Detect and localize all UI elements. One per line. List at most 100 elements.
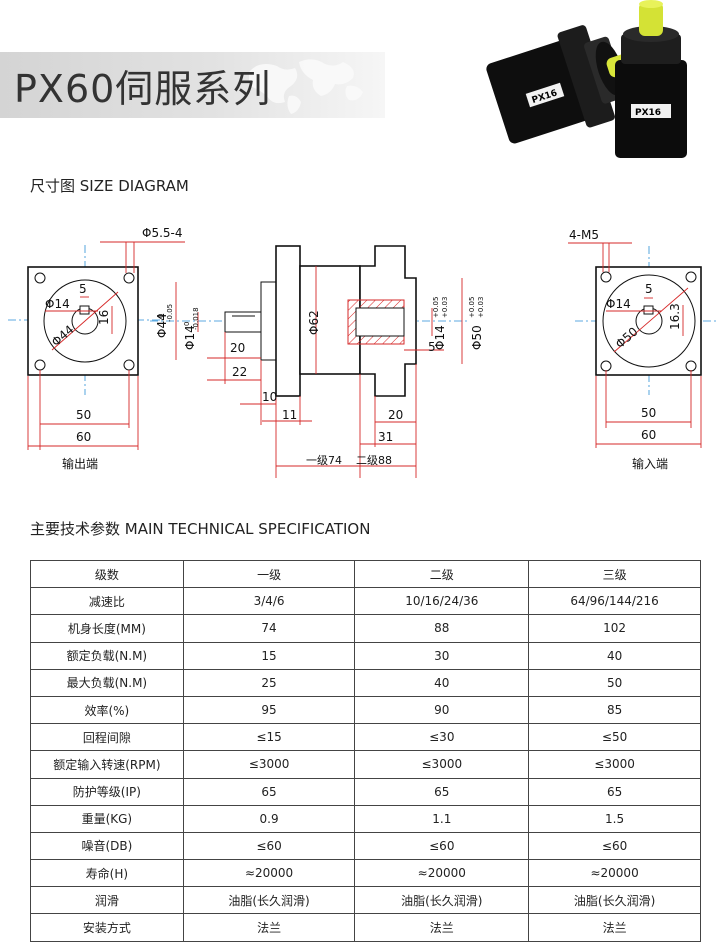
row-header-cell: 寿命(H) (30, 859, 184, 888)
dim-60-input: 60 (641, 428, 656, 442)
product-label-right: PX16 (635, 108, 661, 118)
table-cell: ≤60 (182, 831, 356, 861)
table-cell: ≤60 (354, 831, 530, 861)
dim-50-input: 50 (641, 406, 656, 420)
spec-title: 主要技术参数 MAIN TECHNICAL SPECIFICATION (30, 520, 371, 538)
table-cell: 64/96/144/216 (528, 587, 701, 616)
table-cell: ≤3000 (354, 750, 530, 779)
title-banner: PX60伺服系列 (0, 52, 385, 118)
table-cell: ≤15 (182, 723, 356, 752)
dim-phi62-side: Φ62 (307, 310, 321, 335)
dim-phi14-in-tol-top: +0.05 (432, 297, 440, 318)
dim-phi14-tol-top: 0 (183, 322, 191, 326)
table-cell: ≤60 (528, 831, 701, 861)
table-cell: 法兰 (182, 913, 356, 942)
row-header-cell: 防护等级(IP) (30, 777, 184, 806)
table-cell: 65 (354, 777, 530, 806)
table-cell: ≈20000 (528, 859, 701, 888)
table-row: 级数一级二级三级 (30, 559, 701, 589)
dim-hole-input: 4-M5 (569, 228, 599, 242)
output-end-view: Φ5.5-4 Φ14 5 16 Φ44 50 60 输出端 (8, 226, 185, 471)
table-cell: 法兰 (354, 913, 530, 942)
table-cell: ≈20000 (354, 859, 530, 888)
product-photo: PX16 PX16 (486, 0, 687, 158)
world-map-icon (249, 59, 363, 114)
table-cell: 法兰 (528, 913, 701, 942)
table-cell: 30 (354, 641, 530, 670)
size-diagram: Φ5.5-4 Φ14 5 16 Φ44 50 60 输出端 (8, 226, 717, 478)
row-header-cell: 效率(%) (30, 695, 184, 725)
table-cell: 90 (354, 695, 530, 725)
dim-phi14-output: Φ14 (45, 297, 70, 311)
row-header-cell: 额定负载(N.M) (30, 641, 184, 670)
dim-phi44-tol-bot: -0.05 (166, 304, 174, 322)
page-title: PX60伺服系列 (14, 67, 272, 111)
table-cell: 油脂(长久润滑) (354, 886, 530, 915)
table-row: 润滑油脂(长久润滑)油脂(长久润滑)油脂(长久润滑) (30, 886, 701, 915)
table-cell: 0.9 (182, 804, 356, 833)
dim-11-side: 11 (282, 408, 297, 422)
dim-50-output: 50 (76, 408, 91, 422)
table-cell: 65 (182, 777, 356, 806)
table-cell: 三级 (528, 559, 701, 589)
row-header-cell: 减速比 (30, 587, 184, 616)
dim-hole-output: Φ5.5-4 (142, 226, 183, 240)
dim-key16-output: 16 (97, 310, 111, 325)
dim-phi14-in: Φ14 (433, 325, 447, 350)
table-cell: 95 (182, 695, 356, 725)
table-cell: ≤3000 (182, 750, 356, 779)
row-header-cell: 级数 (30, 559, 184, 589)
table-cell: 40 (528, 641, 701, 670)
table-row: 寿命(H)≈20000≈20000≈20000 (30, 859, 701, 888)
table-row: 额定输入转速(RPM)≤3000≤3000≤3000 (30, 750, 701, 779)
dim-31-side: 31 (378, 430, 393, 444)
table-cell: 88 (354, 614, 530, 643)
table-cell: 65 (528, 777, 701, 806)
row-header-cell: 机身长度(MM) (30, 614, 184, 643)
table-cell: ≤30 (354, 723, 530, 752)
row-header-cell: 噪音(DB) (30, 831, 184, 861)
dim-phi50-tol-bot: +0.03 (477, 297, 485, 318)
dim-phi14-input: Φ14 (606, 297, 631, 311)
dim-key5-input: 5 (645, 282, 653, 296)
table-cell: 10/16/24/36 (354, 587, 530, 616)
side-view: Φ44 0 -0.05 Φ14 0 -0.018 Φ62 20 22 10 11… (150, 245, 485, 478)
table-cell: 25 (182, 668, 356, 697)
table-cell: 15 (182, 641, 356, 670)
dim-key5-output: 5 (79, 282, 87, 296)
table-cell: 一级 (182, 559, 356, 589)
dim-phi14-in-tol-bot: +0.03 (441, 297, 449, 318)
table-cell: 85 (528, 695, 701, 725)
table-cell: 40 (354, 668, 530, 697)
table-cell: 1.1 (354, 804, 530, 833)
row-header-cell: 润滑 (30, 886, 184, 915)
table-cell: 102 (528, 614, 701, 643)
table-row: 噪音(DB)≤60≤60≤60 (30, 831, 701, 861)
table-cell: 油脂(长久润滑) (528, 886, 701, 915)
table-cell: ≤3000 (528, 750, 701, 779)
table-row: 安装方式法兰法兰法兰 (30, 913, 701, 942)
table-cell: ≤50 (528, 723, 701, 752)
diagram-title: 尺寸图 SIZE DIAGRAM (30, 177, 189, 195)
table-cell: 50 (528, 668, 701, 697)
row-header-cell: 重量(KG) (30, 804, 184, 833)
dim-10-side: 10 (262, 390, 277, 404)
table-cell: ≈20000 (182, 859, 356, 888)
dim-key163-input: 16.3 (668, 303, 682, 330)
dim-20-side: 20 (230, 341, 245, 355)
dim-phi14-tol-bot: -0.018 (192, 307, 200, 330)
row-header-cell: 安装方式 (30, 913, 184, 942)
dim-phi50-in: Φ50 (470, 325, 484, 350)
input-end-caption: 输入端 (632, 456, 668, 471)
row-header-cell: 最大负载(N.M) (30, 668, 184, 697)
dim-phi44-side: Φ44 (155, 313, 169, 338)
dim-phi50-tol-top: +0.05 (468, 297, 476, 318)
table-cell: 二级 (354, 559, 530, 589)
